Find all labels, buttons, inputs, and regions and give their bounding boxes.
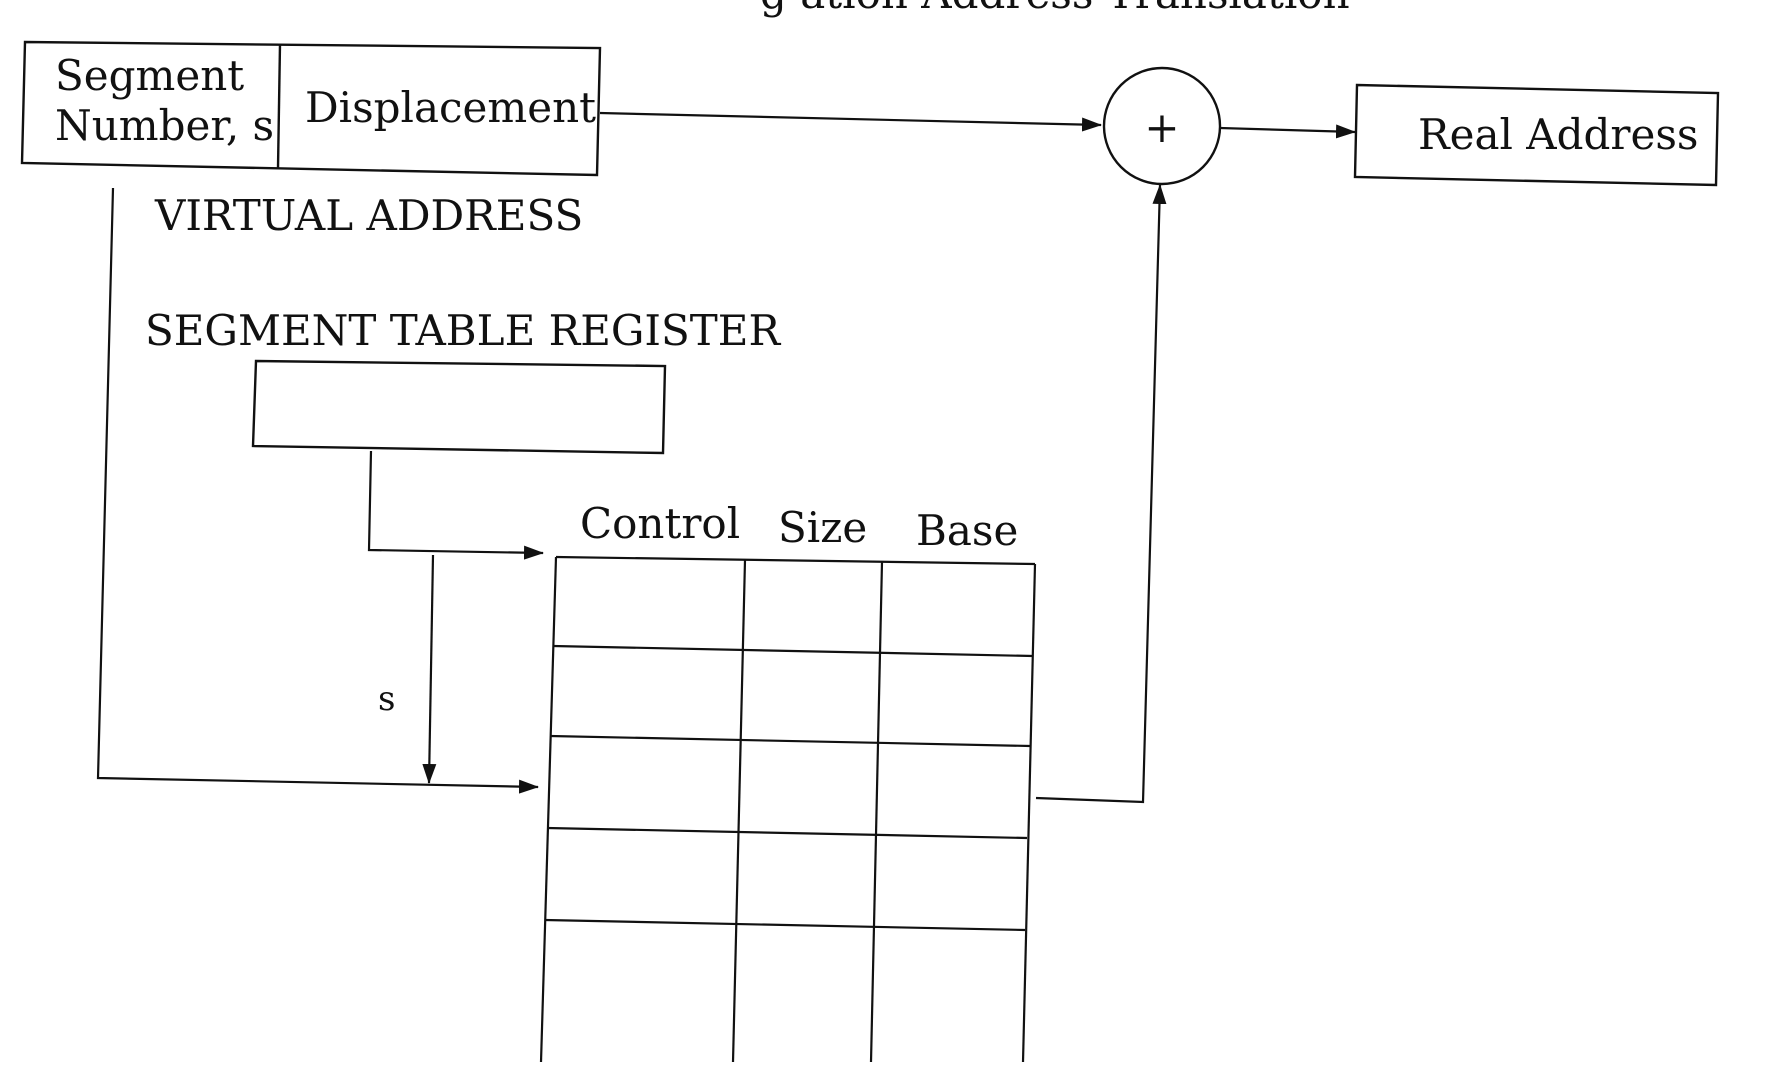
figure-title-fragment: g ation Address Translation <box>760 0 1350 18</box>
table-col-divider-1 <box>731 559 747 1063</box>
str-to-table-arrow <box>367 450 544 560</box>
segment-table-register-box <box>251 359 667 455</box>
segment-number-to-table-arrow <box>96 187 539 794</box>
table-row-line-2 <box>549 734 1031 748</box>
virtual-address-divider <box>276 43 282 169</box>
virtual-address-caption: VIRTUAL ADDRESS <box>154 191 583 240</box>
plus-icon: + <box>1144 103 1179 152</box>
table-col-divider-2 <box>869 561 884 1063</box>
column-header-size: Size <box>778 503 867 552</box>
segment-table-register-caption: SEGMENT TABLE REGISTER <box>145 306 781 355</box>
real-address-box <box>1353 83 1720 187</box>
table-left-edge <box>539 556 558 1063</box>
displacement-label: Displacement <box>305 83 596 132</box>
column-header-base: Base <box>916 506 1018 555</box>
table-row-line-1 <box>552 644 1034 658</box>
real-address-label: Real Address <box>1418 110 1698 159</box>
base-to-adder-arrow <box>1035 184 1167 804</box>
adder-circle <box>1102 66 1222 186</box>
column-header-control: Control <box>580 499 740 548</box>
virtual-address-register: Segment Number, s Displacement <box>20 40 602 177</box>
table-row-line-4 <box>544 918 1026 932</box>
table-top-edge <box>555 555 1036 566</box>
displacement-to-adder-arrow <box>599 111 1102 132</box>
s-offset-label: s <box>378 679 395 719</box>
segment-number-label-line2: Number, s <box>55 101 274 150</box>
s-offset-arrow <box>422 554 437 784</box>
adder-node: + <box>1102 66 1222 186</box>
segment-number-label-line1: Segment <box>55 51 244 100</box>
virtual-address-box <box>20 40 602 177</box>
adder-to-real-address-arrow <box>1219 124 1356 139</box>
segment-table <box>539 555 1037 1063</box>
table-right-edge <box>1021 563 1037 1063</box>
table-row-line-3 <box>546 826 1028 840</box>
